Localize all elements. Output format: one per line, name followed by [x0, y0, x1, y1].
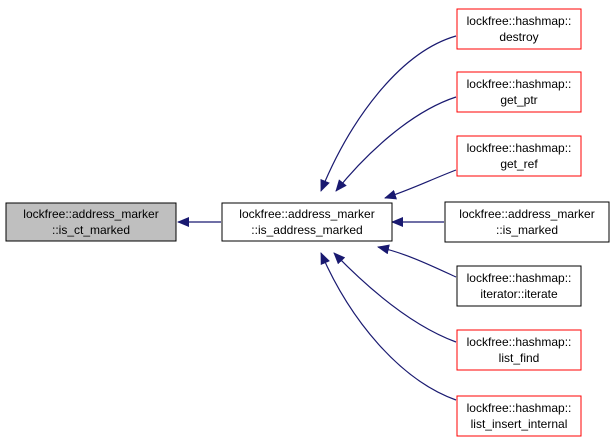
node-list-find-line1: lockfree::hashmap::	[467, 335, 572, 349]
node-get-ref-line2: get_ref	[500, 157, 538, 171]
node-is-address-marked-line2: ::is_address_marked	[251, 223, 362, 237]
node-is-marked-line1: lockfree::address_marker	[459, 207, 594, 221]
node-is-address-marked[interactable]: lockfree::address_marker ::is_address_ma…	[221, 202, 393, 242]
node-get-ref[interactable]: lockfree::hashmap:: get_ref	[456, 135, 582, 177]
edge-getref-to-address	[384, 169, 457, 200]
node-get-ptr-line1: lockfree::hashmap::	[467, 77, 572, 91]
edge-listinsert-to-address	[320, 252, 457, 401]
node-list-find[interactable]: lockfree::hashmap:: list_find	[456, 329, 582, 371]
node-is-ct-marked-line1: lockfree::address_marker	[23, 207, 158, 221]
node-iterate-line1: lockfree::hashmap::	[467, 271, 572, 285]
edge-destroy-to-address	[320, 35, 457, 192]
node-destroy-line2: destroy	[499, 30, 538, 44]
node-get-ptr-line2: get_ptr	[500, 93, 537, 107]
node-list-insert-internal-line1: lockfree::hashmap::	[467, 401, 572, 415]
node-iterate[interactable]: lockfree::hashmap:: iterator::iterate	[456, 265, 582, 307]
node-list-find-line2: list_find	[499, 351, 540, 365]
edges	[177, 35, 457, 401]
node-get-ptr[interactable]: lockfree::hashmap:: get_ptr	[456, 71, 582, 113]
node-list-insert-internal[interactable]: lockfree::hashmap:: list_insert_internal	[456, 395, 582, 437]
node-is-marked-line2: ::is_marked	[496, 223, 558, 237]
node-list-insert-internal-line2: list_insert_internal	[471, 417, 568, 431]
node-get-ref-line1: lockfree::hashmap::	[467, 141, 572, 155]
node-destroy[interactable]: lockfree::hashmap:: destroy	[456, 8, 582, 50]
node-is-ct-marked[interactable]: lockfree::address_marker ::is_ct_marked	[5, 202, 177, 242]
node-iterate-line2: iterator::iterate	[480, 287, 558, 301]
edge-getptr-to-address	[335, 96, 457, 192]
node-is-ct-marked-line2: ::is_ct_marked	[52, 223, 130, 237]
node-is-address-marked-line1: lockfree::address_marker	[239, 207, 374, 221]
edge-iterate-to-address	[377, 244, 457, 278]
node-destroy-line1: lockfree::hashmap::	[467, 14, 572, 28]
node-is-marked[interactable]: lockfree::address_marker ::is_marked	[444, 201, 610, 243]
edge-listfind-to-address	[333, 252, 457, 343]
